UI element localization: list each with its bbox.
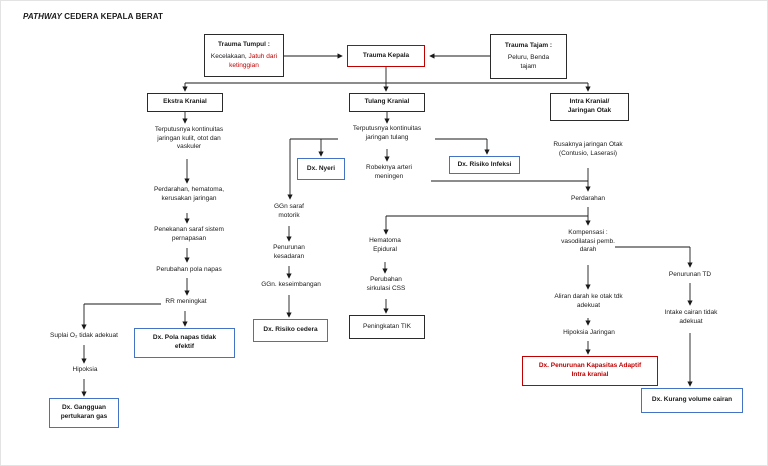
node-intake-cairan: Intake cairan tidak adekuat (664, 309, 718, 325)
trauma-tumpul-cause: Kecelakaan, Jatuh dari ketinggian (205, 53, 283, 70)
node-penurunan-kesadaran: Penurunan kesadaran (273, 244, 305, 260)
node-penurunan-td: Penurunan TD (668, 271, 712, 278)
trauma-tumpul-title: Trauma Tumpul : (218, 40, 270, 48)
trauma-tajam-cause: Peluru, Benda tajam (507, 54, 550, 70)
node-hipoksia-jaringan: Hipoksia Jaringan (563, 329, 615, 336)
node-dx-nyeri: Dx. Nyeri (297, 158, 345, 180)
node-perdarahan-hematoma: Perdarahan, hematoma, kerusakan jaringan (153, 186, 225, 202)
node-dx-kurang-volume: Dx. Kurang volume cairan (641, 388, 743, 413)
node-peningkatan-tik: Peningkatan TIK (349, 315, 425, 339)
node-terputus-kulit: Terputusnya kontinuitas jaringan kulit, … (154, 126, 224, 151)
node-dx-gangguan-pertukaran-gas: Dx. Gangguan pertukaran gas (49, 398, 119, 428)
node-ekstra-kranial: Ekstra Kranial (147, 93, 223, 112)
node-dx-risiko-infeksi: Dx. Risiko Infeksi (449, 156, 520, 174)
trauma-tumpul-cause-black: Kecelakaan, (210, 53, 249, 61)
node-tulang-kranial: Tulang Kranial (349, 93, 425, 112)
node-dx-penurunan-kapasitas: Dx. Penurunan Kapasitas Adaptif Intra kr… (522, 356, 658, 386)
node-trauma-tajam: Trauma Tajam : Peluru, Benda tajam (490, 34, 567, 79)
node-dx-pola-napas: Dx. Pola napas tidak efektif (134, 328, 235, 358)
node-suplai-o2: Suplai O₂ tidak adekuat (50, 332, 118, 339)
node-ggn-saraf-motorik: GGn saraf motorik (274, 203, 304, 219)
node-aliran-darah: Aliran darah ke otak tdk adekuat (554, 293, 623, 309)
node-perubahan-pola-napas: Perubahan pola napas (156, 266, 222, 273)
trauma-tajam-title: Trauma Tajam : (504, 41, 553, 49)
node-perdarahan: Perdarahan (571, 195, 605, 202)
node-hipoksia: Hipoksia (72, 366, 98, 373)
trauma-tumpul-cause-red: Jatuh dari ketinggian (229, 53, 278, 69)
node-penekanan-saraf: Penekanan saraf sistem pernapasan (154, 226, 224, 242)
node-rusaknya-jaringan-otak: Rusaknya jaringan Otak (Contusio, Lasera… (553, 141, 623, 157)
title-italic-word: PATHWAY (23, 12, 62, 21)
node-hematoma-epidural: Hematoma Epidural (369, 237, 401, 253)
node-perubahan-sirkulasi-css: Perubahan sirkulasi CSS (366, 276, 406, 292)
node-robeknya-arteri: Robeknya arteri meningen (366, 164, 412, 180)
node-intra-kranial: Intra Kranial/ Jaringan Otak (550, 93, 629, 121)
node-trauma-kepala: Trauma Kepala (347, 45, 425, 67)
page-title: PATHWAY CEDERA KEPALA BERAT (23, 12, 163, 21)
title-rest: CEDERA KEPALA BERAT (61, 12, 164, 21)
node-kompensasi: Kompensasi : vasodilatasi pemb. darah (561, 229, 615, 254)
node-ggn-keseimbangan: GGn. keseimbangan (261, 281, 321, 288)
node-trauma-tumpul: Trauma Tumpul : Kecelakaan, Jatuh dari k… (204, 34, 284, 77)
node-rr-meningkat: RR meningkat (165, 298, 207, 305)
node-dx-risiko-cedera: Dx. Risiko cedera (253, 319, 328, 342)
node-terputus-tulang: Terputusnya kontinuitas jaringan tulang (352, 125, 422, 141)
